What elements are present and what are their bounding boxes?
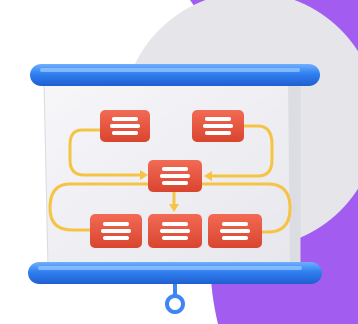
flowchart-card-center: [148, 160, 202, 192]
flow-connectors: [48, 124, 292, 234]
pull-ring-icon: [165, 294, 185, 314]
bottom-rod: [28, 262, 322, 284]
board-shadow: [288, 80, 300, 268]
bottom-rod-highlight: [38, 266, 302, 270]
top-rod-highlight: [40, 68, 300, 72]
arrow-head-icon: [140, 170, 212, 212]
flowchart-card-bottom-right: [208, 214, 262, 248]
pull-string: [173, 284, 177, 296]
flowchart-card-bottom-left: [90, 214, 142, 248]
top-rod: [30, 64, 320, 86]
flowchart-card-top-right: [192, 110, 244, 142]
flowchart-card-bottom-center: [148, 214, 202, 248]
flowchart-card-top-left: [100, 110, 150, 142]
